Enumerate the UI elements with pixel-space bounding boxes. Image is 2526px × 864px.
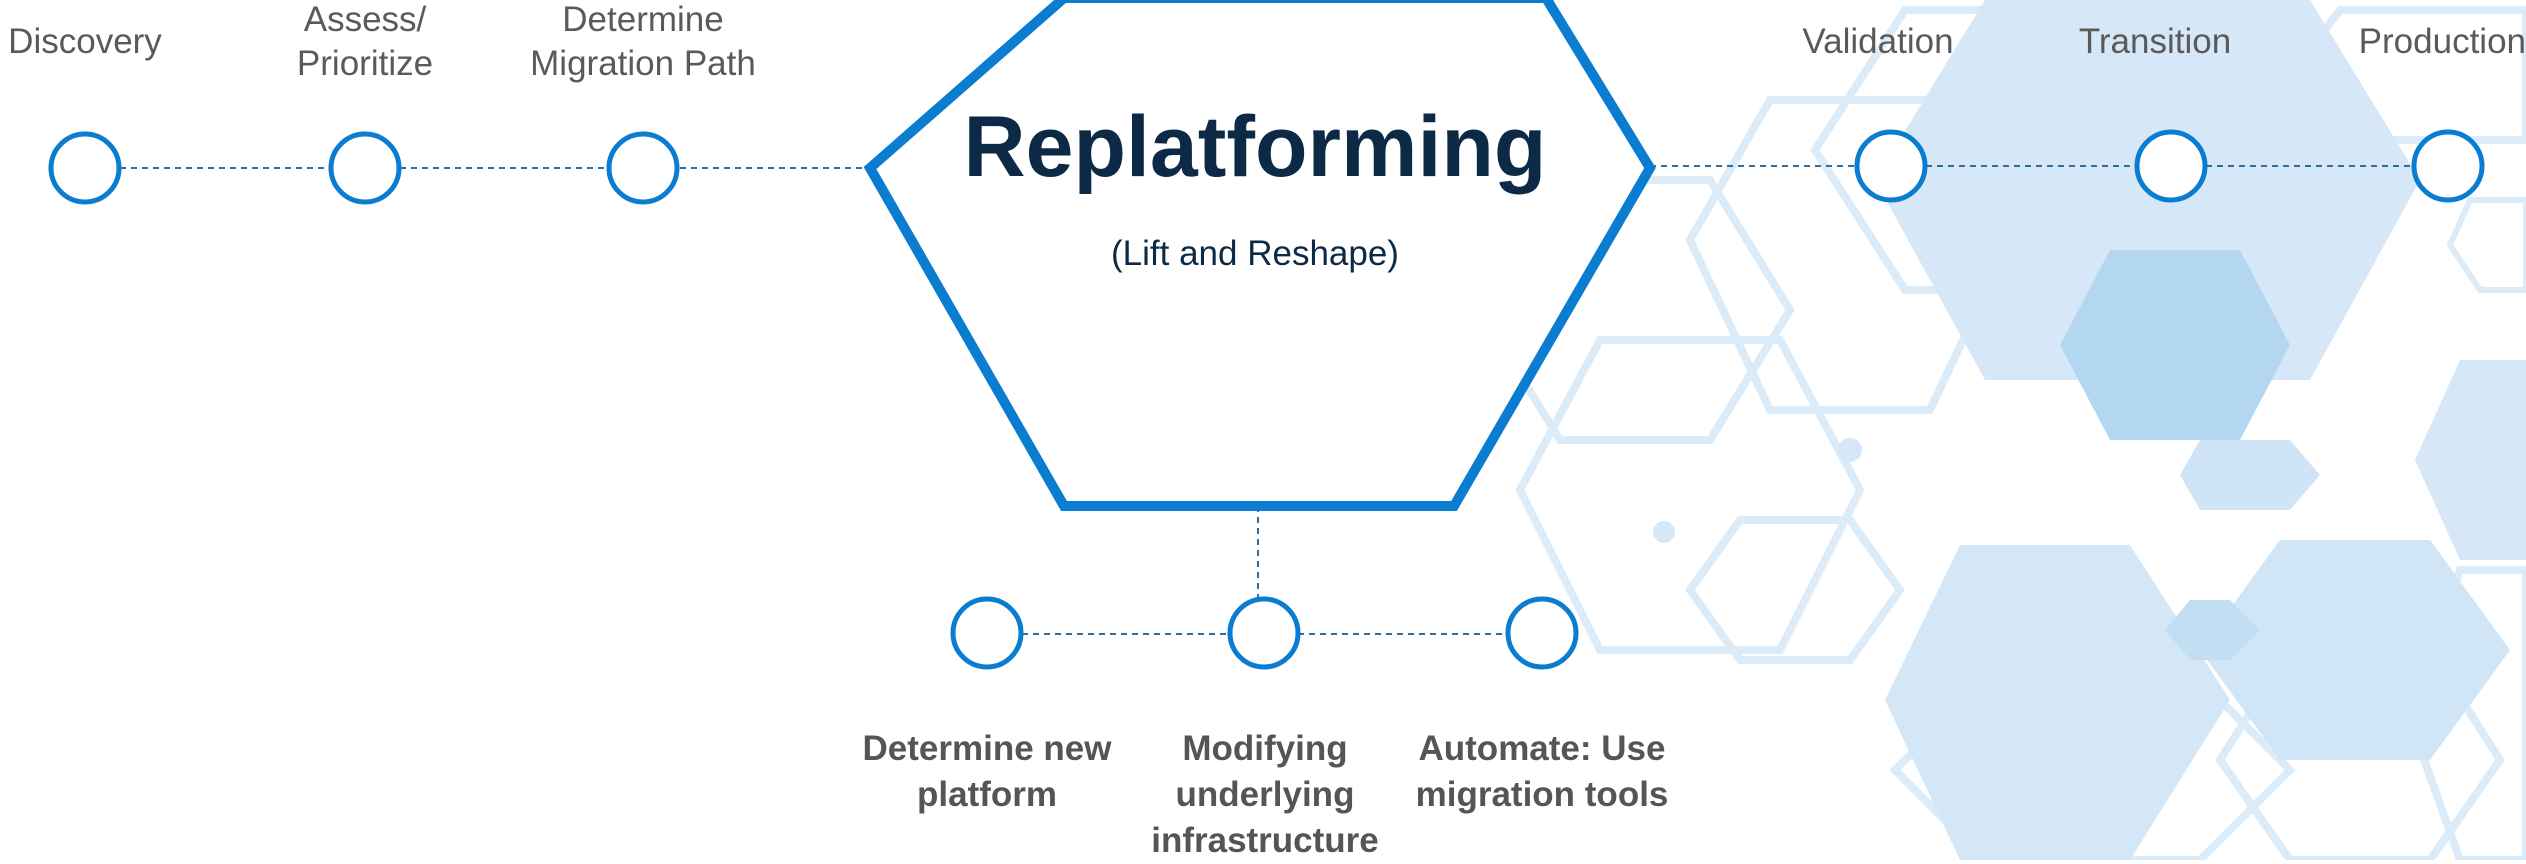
substep-label-line: Determine new: [862, 729, 1112, 768]
decor-dot: [1975, 322, 1997, 344]
substep-label-line: migration tools: [1415, 775, 1669, 814]
step-label-discovery: Discovery: [0, 20, 200, 64]
decor-dot: [1838, 438, 1862, 462]
substep-label-line: Modifying: [1182, 729, 1348, 768]
decor-hexagon-fill: [2446, 197, 2526, 293]
page-subtitle: (Lift and Reshape): [1111, 234, 1399, 273]
decor-hexagon-fill: [2180, 440, 2320, 510]
substep-label-line: platform: [917, 775, 1057, 814]
substep-label-line: underlying: [1175, 775, 1355, 814]
decor-hexagon-fill: [2415, 360, 2526, 560]
decor-hexagon-outline: [1685, 516, 1905, 664]
dashed-connectors: [120, 165, 2412, 635]
step-label-line: Discovery: [8, 22, 162, 61]
step-label-determine: Determine Migration Path: [503, 0, 783, 86]
step-nodes: [48, 129, 2485, 670]
step-circle-validation: [1854, 129, 1928, 203]
substep-label-automate: Automate: Use migration tools: [1392, 726, 1692, 818]
page-title: Replatforming: [963, 99, 1547, 195]
substep-label-line: Automate: Use: [1418, 729, 1666, 768]
step-label-assess: Assess/ Prioritize: [250, 0, 480, 86]
step-label-production: Production: [2325, 20, 2526, 64]
step-label-line: Production: [2358, 22, 2526, 61]
step-circle-discovery: [48, 131, 122, 205]
step-circle-new-platform: [950, 596, 1024, 670]
step-label-line: Transition: [2078, 22, 2232, 61]
step-label-transition: Transition: [2040, 20, 2270, 64]
decor-hexagon-fill: [2165, 600, 2260, 660]
step-label-line: Validation: [1802, 22, 1954, 61]
decor-hexagon-fill: [2200, 540, 2510, 760]
step-label-line: Prioritize: [296, 44, 434, 83]
substep-label-line: infrastructure: [1151, 821, 1379, 860]
step-circle-assess: [328, 131, 402, 205]
step-circle-automate: [1505, 596, 1579, 670]
step-circle-transition: [2134, 129, 2208, 203]
central-hexagon: [863, 0, 1656, 511]
step-circle-determine: [606, 131, 680, 205]
step-circle-modifying: [1227, 596, 1301, 670]
step-label-line: Migration Path: [530, 44, 756, 83]
decor-hexagon-fill: [2060, 250, 2290, 440]
step-circle-production: [2411, 129, 2485, 203]
substep-label-new-platform: Determine new platform: [842, 726, 1132, 818]
step-label-validation: Validation: [1763, 20, 1993, 64]
decorative-hexagons-filled: [1653, 0, 2526, 860]
decor-hexagon-outline: [1515, 336, 1865, 654]
decor-dot: [1653, 521, 1675, 543]
step-label-line: Determine: [562, 0, 724, 39]
step-label-line: Assess/: [303, 0, 427, 39]
decor-hexagon-fill: [1885, 545, 2230, 860]
substep-label-modifying: Modifying underlying infrastructure: [1120, 726, 1410, 864]
